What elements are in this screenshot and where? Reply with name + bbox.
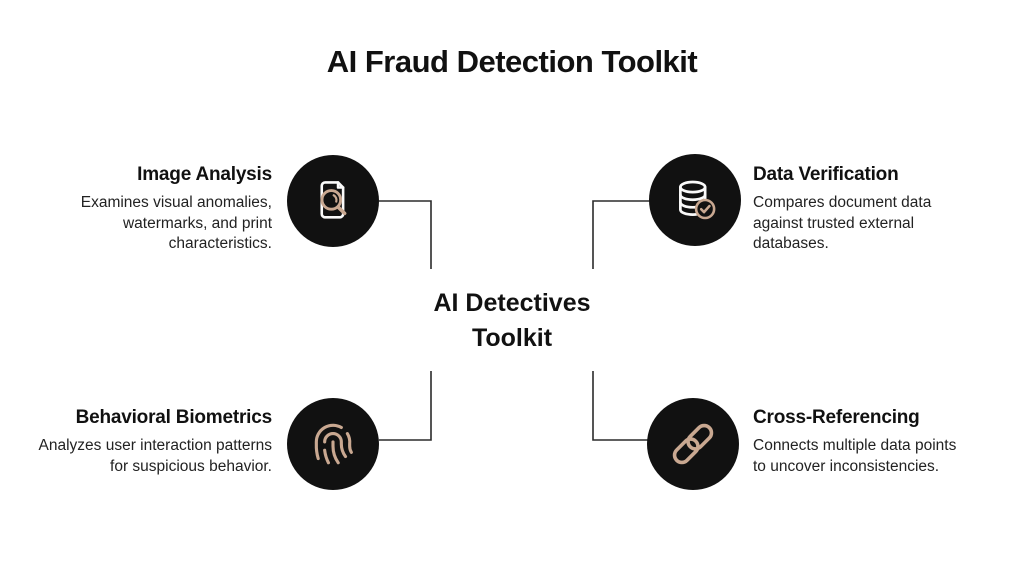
center-node-label: AI Detectives Toolkit [433,289,591,352]
document-search-icon [320,181,347,219]
item-behavioral-biometrics: Behavioral Biometrics Analyzes user inte… [32,407,273,477]
item-title: Image Analysis [137,164,272,185]
icon-circle-image-analysis [287,155,379,247]
item-image-analysis: Image Analysis Examines visual anomalies… [40,164,272,255]
item-title: Data Verification [753,164,899,185]
page-title: AI Fraud Detection Toolkit [326,44,698,79]
item-description: Compares document data against trusted e… [753,194,932,253]
icon-circle-behavioral-biometrics [287,398,379,490]
item-description: Examines visual anomalies, watermarks, a… [80,194,272,253]
item-title: Behavioral Biometrics [75,407,273,428]
item-cross-referencing: Cross-Referencing Connects multiple data… [753,407,973,477]
item-data-verification: Data Verification Compares document data… [753,164,978,255]
item-description: Connects multiple data points to uncover… [753,437,957,475]
database-check-icon [679,180,716,220]
icon-circle-data-verification [649,154,741,246]
chain-link-icon [672,423,714,465]
item-description: Analyzes user interaction patterns for s… [38,437,272,475]
icon-circle-cross-referencing [647,398,739,490]
item-title: Cross-Referencing [753,407,920,428]
fingerprint-icon [314,423,353,465]
